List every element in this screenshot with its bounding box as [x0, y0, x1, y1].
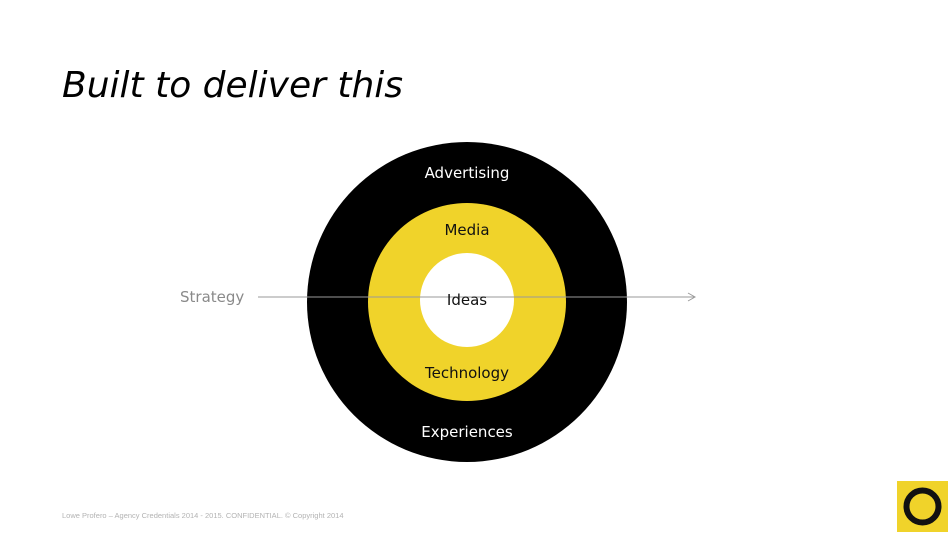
slide-title: Built to deliver this: [62, 65, 404, 106]
technology-label: Technology: [424, 364, 509, 382]
strategy-arrow-head: [687, 292, 697, 302]
center-circle-ideas: [420, 253, 514, 347]
brand-logo: [897, 481, 948, 532]
strategy-label: Strategy: [180, 288, 244, 306]
brand-logo-ring-icon: [903, 487, 942, 526]
footer-copyright: Lowe Profero – Agency Credentials 2014 -…: [62, 511, 344, 520]
advertising-label: Advertising: [425, 164, 510, 182]
media-label: Media: [444, 221, 489, 239]
ideas-label: Ideas: [447, 291, 487, 309]
experiences-label: Experiences: [421, 423, 513, 441]
